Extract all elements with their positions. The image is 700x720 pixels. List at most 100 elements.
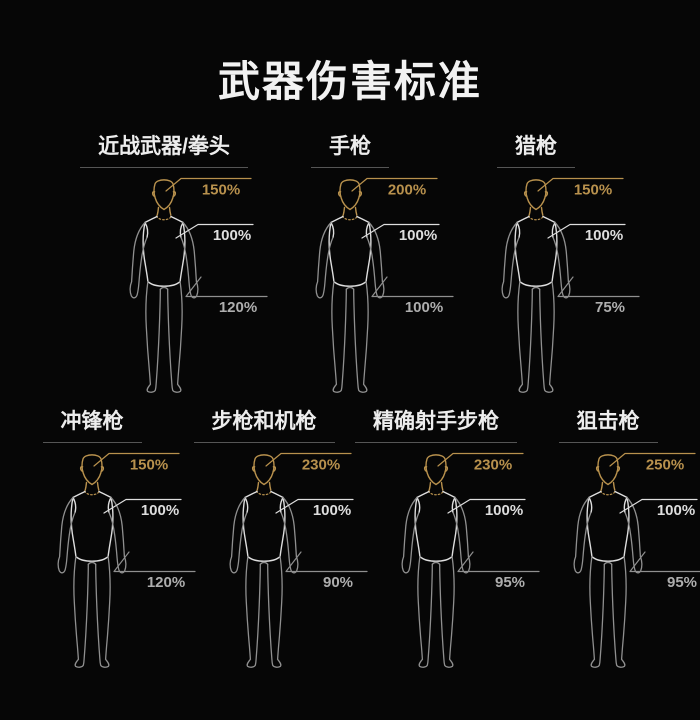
body-damage-figure: 230% 100% 90%	[229, 452, 368, 668]
right-ear-path	[358, 190, 363, 198]
head-outline-path	[339, 179, 361, 211]
right-armhole-path	[365, 221, 370, 239]
left-ear-path	[251, 465, 256, 473]
left-leg-path	[73, 555, 89, 668]
limb-damage-percent: 95%	[495, 574, 525, 591]
left-ear-path	[523, 190, 528, 198]
head-callout-line	[93, 452, 180, 467]
right-arm-path	[280, 496, 299, 574]
body-damage-figure: 230% 100% 95%	[401, 452, 540, 668]
figure-legs-outline	[517, 280, 555, 393]
left-armhole-path	[244, 496, 249, 514]
head-damage-percent: 230%	[302, 457, 340, 474]
figure-legs-outline	[145, 280, 183, 393]
right-arm-path	[366, 221, 385, 299]
head-callout-line	[165, 177, 252, 192]
weapon-damage-card: 猎枪	[443, 133, 640, 394]
limb-damage-percent: 75%	[595, 299, 625, 316]
weapon-damage-card: 精确射手步枪	[350, 408, 540, 669]
figure-torso-outline	[586, 490, 630, 562]
head-damage-percent: 150%	[130, 457, 168, 474]
figure-torso-outline	[514, 215, 558, 287]
torso-vest-path	[142, 215, 186, 287]
head-callout-line	[265, 452, 352, 467]
torso-vest-path	[242, 490, 286, 562]
right-armhole-path	[551, 221, 556, 239]
crotch-path	[603, 561, 613, 565]
right-arm-path	[552, 221, 571, 299]
right-leg-path	[439, 555, 455, 668]
body-damage-figure: 150% 100% 120%	[57, 452, 196, 668]
body-callout-line	[103, 498, 182, 514]
weapon-name-label: 近战武器/拳头	[80, 133, 248, 169]
body-callout-line	[619, 498, 698, 514]
weapon-label-wrap: 手枪	[257, 133, 443, 170]
limb-damage-percent: 120%	[219, 299, 257, 316]
left-armhole-path	[72, 496, 77, 514]
weapon-name-label: 冲锋枪	[42, 408, 142, 444]
weapon-damage-card: 近战武器/拳头	[71, 133, 268, 394]
neck-lines-path	[156, 206, 172, 216]
left-leg-path	[245, 555, 261, 668]
right-arm-path	[624, 496, 643, 574]
weapon-damage-infographic: { "title": "武器伤害标准", "colors": { "backgr…	[0, 48, 700, 720]
weapon-name-label: 猎枪	[497, 133, 575, 169]
body-callout-line	[547, 223, 626, 239]
left-leg-path	[517, 280, 533, 393]
head-callout-line	[351, 177, 438, 192]
crotch-path	[431, 561, 441, 565]
left-leg-path	[331, 280, 347, 393]
limb-callout-line	[371, 276, 454, 298]
figure-arms-outline	[401, 496, 471, 574]
weapon-name-label: 精确射手步枪	[355, 408, 517, 444]
figure-arms-outline	[129, 221, 199, 299]
figure-torso-outline	[328, 215, 372, 287]
left-ear-path	[79, 465, 84, 473]
neck-lines-path	[528, 206, 544, 216]
left-armhole-path	[416, 496, 421, 514]
head-outline-path	[525, 179, 547, 211]
right-ear-path	[172, 190, 177, 198]
top-row: 近战武器/拳头	[0, 133, 700, 394]
left-arm-path	[573, 496, 592, 574]
left-ear-path	[337, 190, 342, 198]
body-damage-percent: 100%	[141, 502, 179, 519]
figure-legs-outline	[589, 555, 627, 668]
figure-arms-outline	[501, 221, 571, 299]
weapon-name-label: 步枪和机枪	[193, 408, 335, 444]
right-ear-path	[100, 465, 105, 473]
collar-dotted-path	[83, 490, 101, 496]
limb-callout-line	[185, 276, 268, 298]
body-damage-figure: 150% 100% 75%	[501, 177, 640, 393]
head-damage-percent: 150%	[202, 182, 240, 199]
left-ear-path	[595, 465, 600, 473]
right-leg-path	[167, 280, 183, 393]
torso-vest-path	[328, 215, 372, 287]
figure-arms-outline	[229, 496, 299, 574]
left-ear-path	[151, 190, 156, 198]
head-outline-path	[253, 454, 275, 486]
limb-damage-percent: 120%	[147, 574, 185, 591]
torso-vest-path	[414, 490, 458, 562]
right-armhole-path	[279, 496, 284, 514]
weapon-name-label: 狙击枪	[558, 408, 658, 444]
right-armhole-path	[179, 221, 184, 239]
infographic-title: 武器伤害标准	[217, 58, 482, 105]
body-damage-percent: 100%	[585, 227, 623, 244]
limb-callout-line	[113, 551, 196, 573]
left-arm-path	[315, 221, 334, 299]
weapon-damage-card: 步枪和机枪	[178, 408, 368, 669]
head-damage-percent: 230%	[474, 457, 512, 474]
figure-legs-outline	[245, 555, 283, 668]
weapon-label-wrap: 猎枪	[443, 133, 629, 170]
limb-callout-line	[285, 551, 368, 573]
body-damage-figure: 200% 100% 100%	[315, 177, 454, 393]
figure-torso-outline	[70, 490, 114, 562]
figure-torso-outline	[142, 215, 186, 287]
body-damage-percent: 100%	[485, 502, 523, 519]
weapon-name-label: 手枪	[311, 133, 389, 169]
collar-dotted-path	[341, 215, 359, 221]
body-damage-figure: 250% 100% 95%	[573, 452, 700, 668]
torso-vest-path	[514, 215, 558, 287]
figure-arms-outline	[315, 221, 385, 299]
